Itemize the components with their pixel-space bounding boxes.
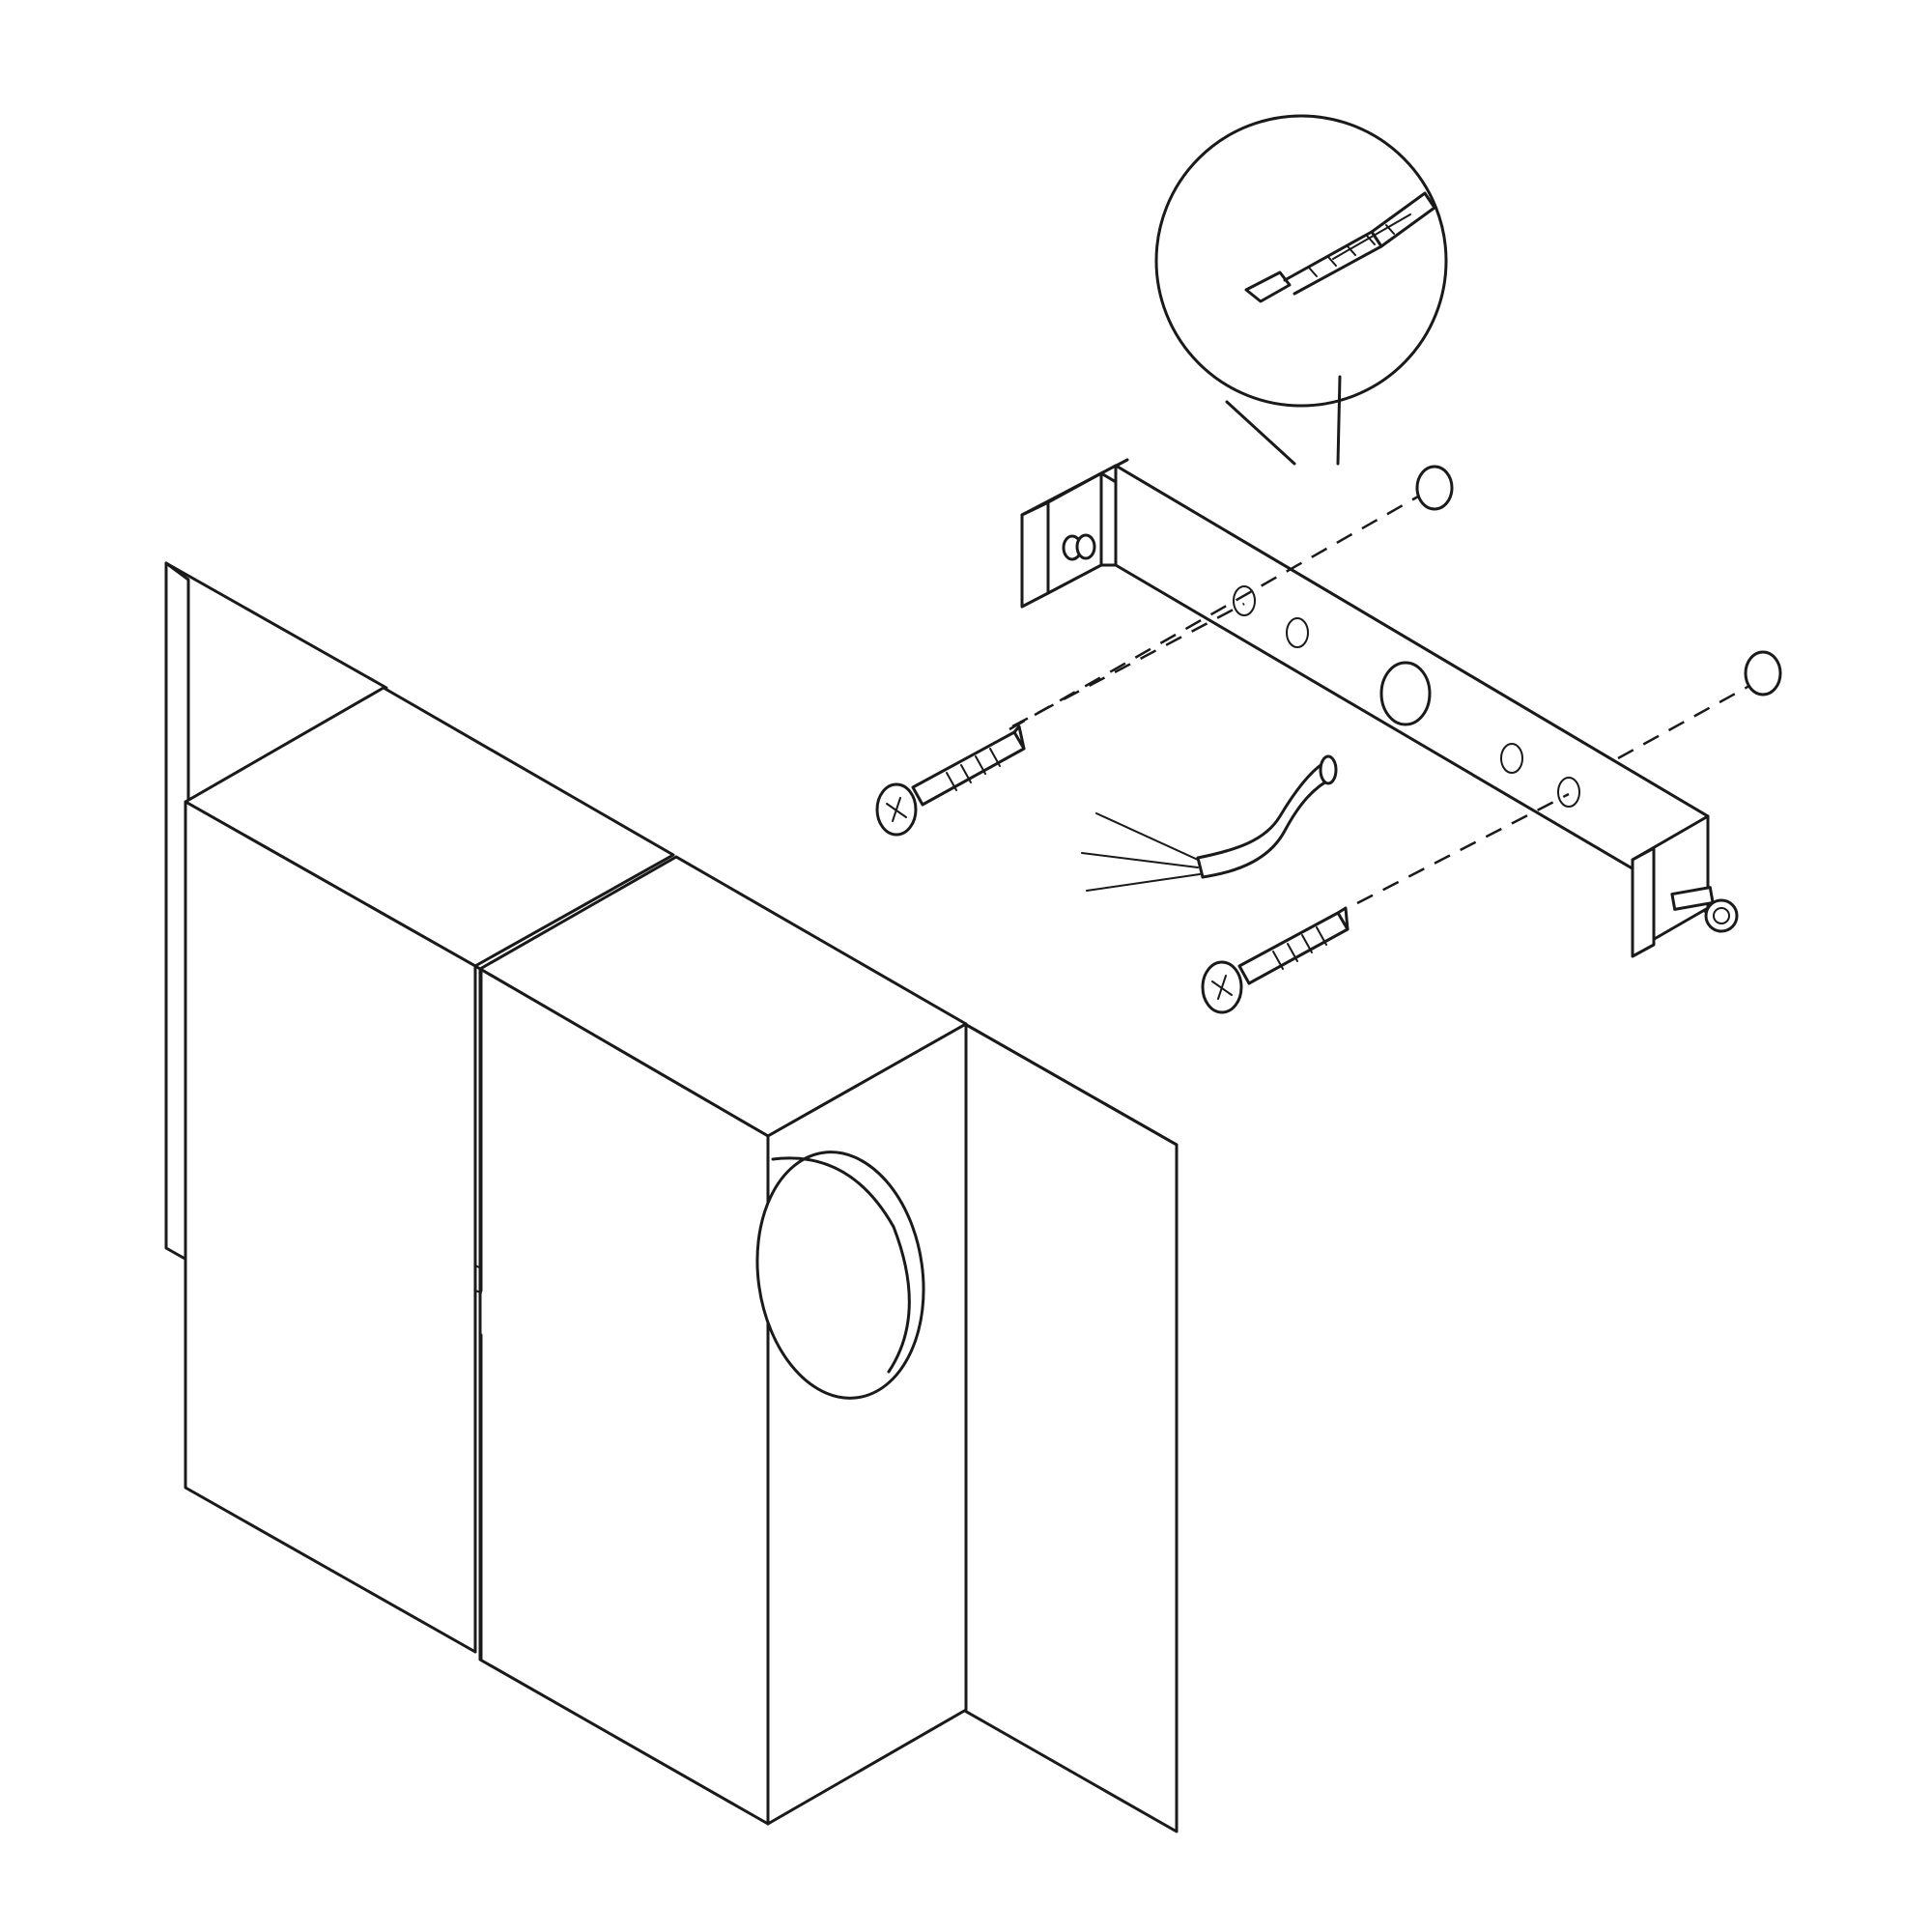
wall-plug	[1415, 465, 1454, 511]
front-plate	[954, 1017, 1179, 1833]
wall-plug-detail	[1154, 114, 1448, 466]
bracket-center-hole	[1379, 661, 1432, 726]
cable	[1081, 754, 1338, 892]
cable-opening	[755, 1151, 925, 1400]
mounting-bracket	[1020, 458, 1739, 958]
bracket-screw	[1670, 886, 1739, 933]
cover-box	[184, 686, 968, 1826]
bracket-hole	[1233, 585, 1256, 616]
bracket-hole	[1286, 617, 1309, 648]
wall-plug	[1744, 650, 1782, 696]
wood-screw	[875, 724, 1026, 837]
wood-screw	[1201, 906, 1350, 1014]
bracket-hole	[1500, 743, 1523, 774]
bracket-stud	[1062, 533, 1096, 561]
alignment-lines	[1009, 491, 1759, 905]
bracket-hole	[1557, 777, 1580, 808]
